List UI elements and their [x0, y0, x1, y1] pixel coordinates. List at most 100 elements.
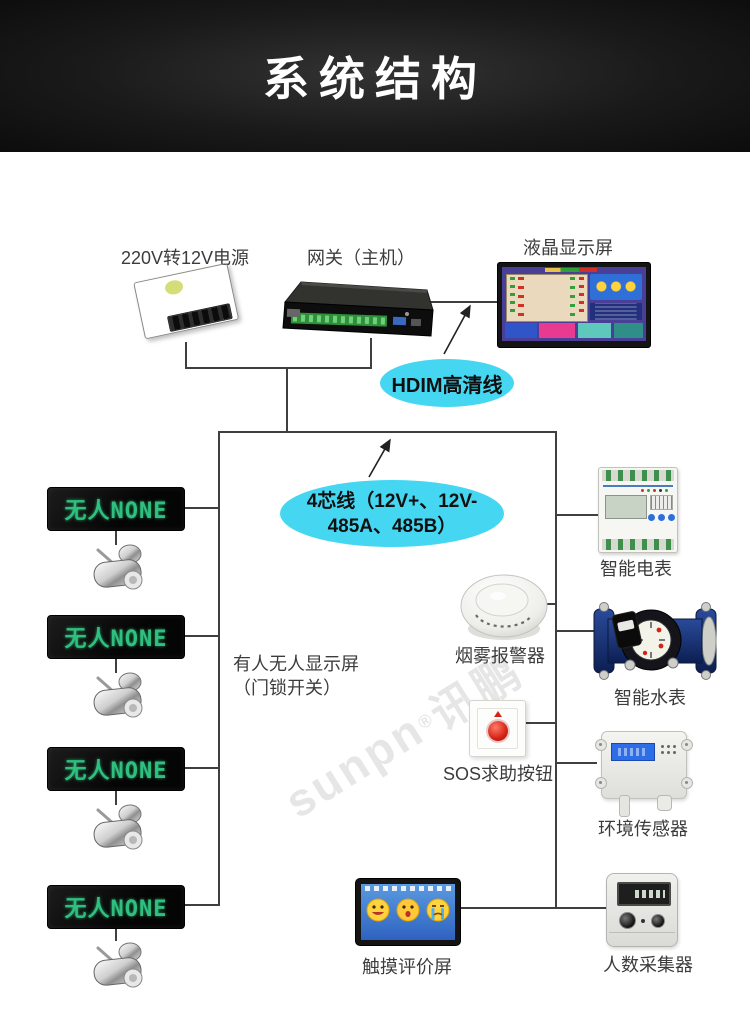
lcd-floor-map — [506, 273, 588, 322]
hdmi-cable-text: HDIM高清线 — [391, 374, 503, 397]
hdmi-cable-bubble: HDIM高清线 — [380, 359, 514, 407]
wire-lock1 — [115, 529, 117, 545]
stall-indicators — [569, 277, 576, 317]
power-supply-image — [133, 262, 241, 348]
touch-evaluation-screen-image — [355, 878, 461, 946]
lcd-screen-content — [502, 267, 646, 341]
door-lock-image-4 — [93, 942, 143, 988]
touch-screen-label: 触摸评价屏 — [362, 957, 452, 977]
wire-power-gateway — [185, 367, 372, 369]
environment-sensor-label: 环境传感器 — [598, 819, 688, 839]
counter-led — [641, 919, 645, 923]
smart-electric-meter-image — [598, 467, 678, 553]
watermark-brand: sunpn — [275, 702, 434, 828]
wire-led2 — [183, 635, 220, 637]
hdmi-arrow-icon — [443, 304, 471, 355]
door-lock-image-1 — [93, 544, 143, 590]
stall-indicators — [509, 277, 516, 317]
lcd-emoji-panel — [589, 273, 642, 301]
lcd-screen-image — [497, 262, 651, 348]
lcd-screen-label: 液晶显示屏 — [523, 238, 613, 258]
door-lock-image-3 — [93, 804, 143, 850]
gateway-label: 网关（主机） — [307, 248, 415, 268]
mount-tab — [681, 777, 693, 789]
wire-right-bus — [555, 431, 557, 909]
meter-top-terminals — [602, 470, 674, 481]
meter-mini-panel — [650, 495, 673, 510]
sensor-body — [601, 731, 687, 799]
mount-tab — [595, 739, 607, 751]
led-text: 无人NONE — [64, 897, 168, 922]
sos-red-button — [487, 720, 508, 741]
wire-env — [555, 762, 597, 764]
meter-bottom-terminals — [602, 539, 674, 550]
emoji-faces — [366, 898, 450, 922]
meter-buttons — [648, 514, 655, 521]
wire-lock3 — [115, 789, 117, 805]
led-text: 无人NONE — [64, 627, 168, 652]
people-counter-label: 人数采集器 — [603, 955, 693, 975]
occupancy-led-display-2: 无人NONE — [47, 615, 185, 659]
stall-indicators — [578, 277, 585, 317]
counter-lens — [651, 914, 665, 928]
lcd-status-bar — [545, 268, 598, 273]
occupancy-label-line2: （门锁开关） — [233, 678, 341, 699]
wire-lock4 — [115, 927, 117, 941]
sos-arrow-icon — [493, 711, 502, 717]
wire-water — [555, 630, 595, 632]
wire-meter — [555, 514, 598, 516]
wire-to-trunk — [286, 367, 288, 433]
smart-meter-label: 智能电表 — [600, 559, 672, 579]
lcd-male-panel — [504, 323, 537, 339]
sos-button-image — [469, 700, 526, 757]
wire-lock2 — [115, 657, 117, 673]
four-core-line2: 485A、485B） — [327, 515, 457, 537]
wire-gateway-lcd — [430, 301, 497, 303]
power-supply-label: 220V转12V电源 — [120, 248, 250, 268]
sensor-vents — [661, 745, 664, 748]
occupancy-led-display-3: 无人NONE — [47, 747, 185, 791]
counter-lens — [619, 912, 636, 929]
gateway-image — [282, 281, 434, 337]
led-text: 无人NONE — [64, 499, 168, 524]
environment-sensor-image — [595, 731, 693, 817]
counter-seam — [609, 932, 675, 933]
door-lock-image-2 — [93, 672, 143, 718]
bus-arrow-icon — [368, 438, 391, 478]
wire-power-down — [185, 342, 187, 368]
wire-sos — [524, 722, 556, 724]
wire-led3 — [183, 767, 220, 769]
page-title: 系统结构 — [263, 53, 487, 105]
four-core-wire-bubble: 4芯线（12V+、12V- 485A、485B） — [280, 480, 504, 547]
wire-led4 — [183, 904, 220, 906]
sensor-lcd — [611, 743, 655, 761]
lcd-stats-panel — [578, 323, 612, 339]
occupancy-label-line1: 有人无人显示屏 — [233, 654, 359, 674]
lcd-count-panel — [614, 323, 644, 339]
mount-tab — [595, 777, 607, 789]
occupancy-section-label: 有人无人显示屏 （门锁开关） — [233, 652, 359, 701]
smart-water-meter-image — [593, 602, 717, 680]
wire-left-bus — [218, 431, 220, 906]
mount-tab — [681, 739, 693, 751]
sos-inner-plate — [477, 708, 518, 749]
wire-gateway-down — [370, 338, 372, 368]
wire-led1 — [183, 507, 220, 509]
touch-screen-content — [361, 884, 455, 940]
registered-mark-icon: ® — [413, 707, 439, 733]
meter-accent-line — [603, 485, 673, 487]
sensor-probe — [657, 795, 672, 811]
touch-screen-header — [364, 886, 452, 891]
meter-lcd — [605, 495, 647, 519]
smoke-alarm-image — [460, 574, 548, 640]
four-core-line1: 4芯线（12V+、12V- — [306, 490, 478, 512]
meter-indicator-leds — [641, 489, 644, 492]
smoke-alarm-label: 烟雾报警器 — [455, 646, 545, 666]
counter-lcd — [617, 882, 671, 906]
sos-button-label: SOS求助按钮 — [442, 764, 553, 784]
smart-water-meter-label: 智能水表 — [614, 688, 686, 708]
wire-trunk — [218, 431, 557, 433]
stall-indicators — [518, 277, 524, 317]
lcd-female-panel — [539, 323, 576, 339]
